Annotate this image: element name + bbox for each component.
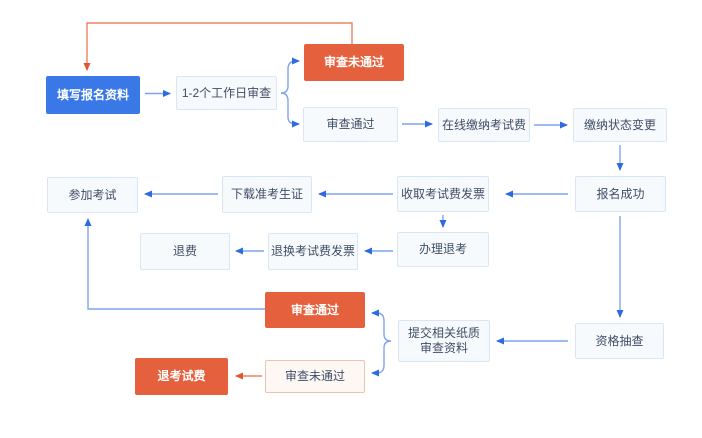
node-qualification-spot-check: 资格抽查 bbox=[575, 323, 664, 359]
node-label: 退换考试费发票 bbox=[270, 244, 355, 258]
node-label: 办理退考 bbox=[418, 242, 467, 256]
node-registration-success: 报名成功 bbox=[575, 176, 666, 212]
node-pay-exam-fee-online: 在线缴纳考试费 bbox=[438, 108, 530, 142]
node-fill-registration-info: 填写报名资料 bbox=[46, 76, 140, 114]
node-label: 退费 bbox=[172, 244, 197, 258]
arrow-review-failed-to-fill-info bbox=[83, 22, 353, 71]
node-review-failed-top: 审查未通过 bbox=[304, 44, 404, 81]
node-take-exam: 参加考试 bbox=[47, 177, 138, 213]
brace-review-window-up bbox=[280, 57, 300, 94]
node-label: 填写报名资料 bbox=[56, 87, 129, 102]
arrow-review-passed-bottom-to-take-exam bbox=[84, 218, 265, 310]
node-submit-paper-materials: 提交相关纸质 审查资料 bbox=[398, 320, 490, 362]
brace-submit-paper-down bbox=[371, 340, 392, 377]
node-download-admission-ticket: 下载准考生证 bbox=[222, 176, 312, 213]
node-label: 在线缴纳考试费 bbox=[441, 117, 526, 132]
node-receive-fee-invoice: 收取考试费发票 bbox=[397, 176, 489, 212]
brace-review-window-down bbox=[280, 92, 300, 128]
node-label: 参加考试 bbox=[68, 187, 117, 202]
node-label: 审查通过 bbox=[290, 302, 339, 317]
node-refund-exam-fee: 退考试费 bbox=[135, 358, 228, 395]
node-refund: 退费 bbox=[140, 233, 230, 270]
node-review-1-2-workdays: 1-2个工作日审查 bbox=[176, 76, 277, 110]
node-label: 下载准考生证 bbox=[230, 187, 303, 201]
node-label: 缴纳状态变更 bbox=[583, 117, 656, 132]
node-label-line2: 审查资料 bbox=[419, 341, 468, 355]
brace-submit-paper-up bbox=[371, 309, 392, 342]
node-review-passed-top: 审查通过 bbox=[303, 107, 398, 142]
node-label: 收取考试费发票 bbox=[400, 186, 485, 201]
node-label: 审查通过 bbox=[326, 117, 375, 131]
node-review-passed-bottom: 审查通过 bbox=[265, 292, 365, 328]
node-label: 审查未通过 bbox=[323, 55, 384, 69]
node-label: 报名成功 bbox=[596, 186, 645, 201]
node-return-fee-invoice: 退换考试费发票 bbox=[268, 233, 358, 270]
node-label: 审查未通过 bbox=[284, 369, 345, 383]
node-label: 退考试费 bbox=[157, 369, 206, 383]
node-label: 资格抽查 bbox=[595, 333, 644, 348]
node-label-line1: 提交相关纸质 bbox=[407, 326, 480, 340]
node-handle-exam-withdrawal: 办理退考 bbox=[397, 232, 489, 267]
node-payment-status-change: 缴纳状态变更 bbox=[573, 108, 667, 142]
node-review-failed-bottom: 审查未通过 bbox=[265, 360, 365, 393]
node-label: 1-2个工作日审查 bbox=[181, 85, 272, 100]
